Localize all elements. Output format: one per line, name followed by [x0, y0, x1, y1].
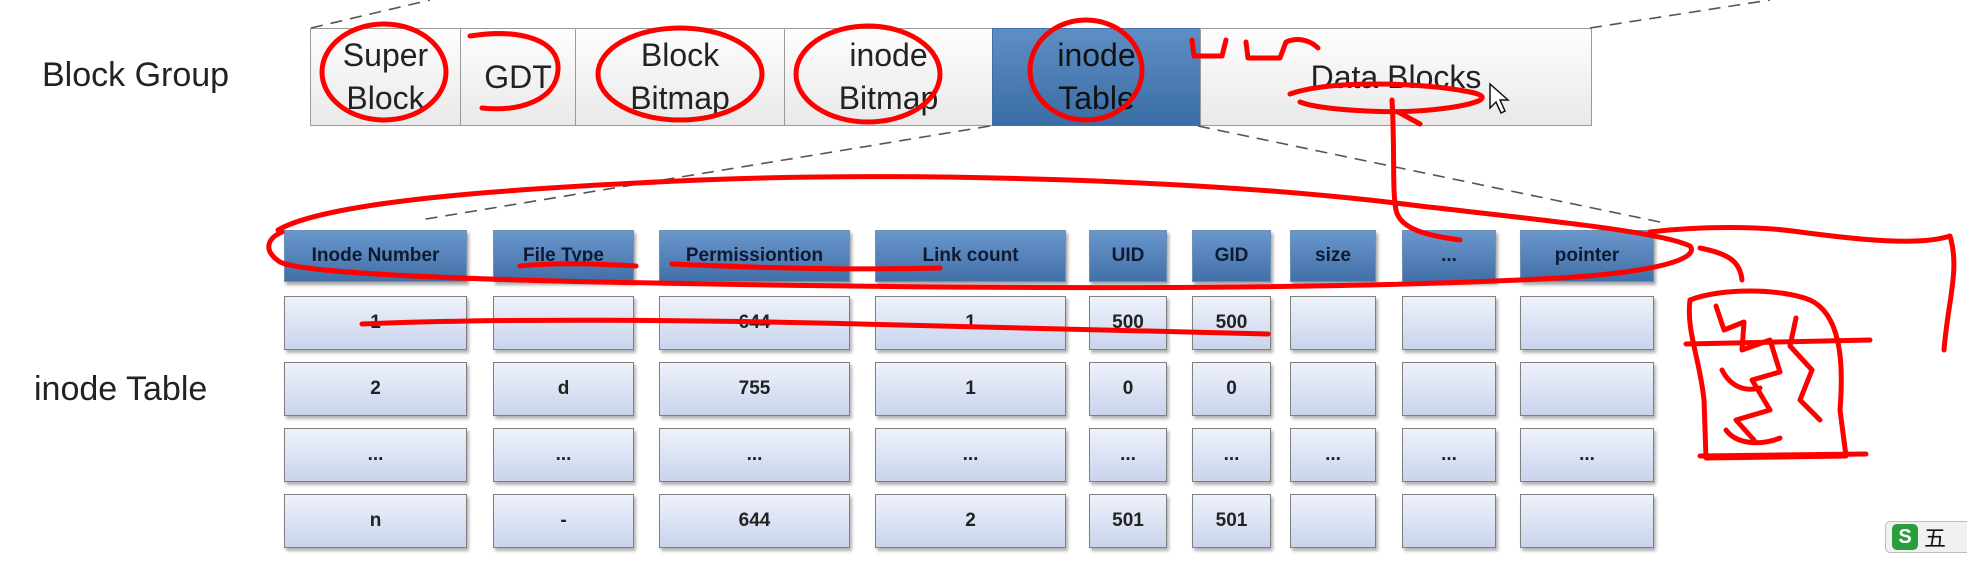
- table-cell: ...: [659, 428, 850, 482]
- table-cell: [1520, 362, 1654, 416]
- block-group-strip: Super Block GDT Block Bitmap inode Bitma…: [309, 28, 1592, 126]
- table-cell: 1: [875, 296, 1066, 350]
- table-cell: 501: [1089, 494, 1167, 548]
- table-cell: ...: [1089, 428, 1167, 482]
- table-cell: 0: [1192, 362, 1271, 416]
- table-cell: 644: [659, 494, 850, 548]
- table-cell: 1: [284, 296, 467, 350]
- table-cell: ...: [1402, 428, 1496, 482]
- table-cell: ...: [1192, 428, 1271, 482]
- table-cell: -: [493, 494, 634, 548]
- table-cell: 2: [284, 362, 467, 416]
- super-block-cell: Super Block: [309, 28, 462, 126]
- header-inode-number: Inode Number: [284, 230, 467, 282]
- table-cell: ...: [284, 428, 467, 482]
- table-cell: ...: [493, 428, 634, 482]
- table-cell: [1520, 494, 1654, 548]
- inode-bitmap-cell: inode Bitmap: [784, 28, 993, 126]
- block-bitmap-cell: Block Bitmap: [574, 28, 786, 126]
- table-cell: [1290, 494, 1376, 548]
- table-cell: [1402, 296, 1496, 350]
- ime-badge[interactable]: S 五: [1885, 521, 1967, 553]
- table-cell: n: [284, 494, 467, 548]
- gdt-cell: GDT: [460, 28, 576, 126]
- table-cell: 2: [875, 494, 1066, 548]
- table-cell: [1290, 296, 1376, 350]
- table-cell: [1520, 296, 1654, 350]
- table-cell: 1: [875, 362, 1066, 416]
- sogou-logo-icon: S: [1892, 524, 1918, 550]
- table-cell: ...: [875, 428, 1066, 482]
- block-group-label: Block Group: [42, 56, 230, 94]
- header-permission: Permissiontion: [659, 230, 850, 282]
- table-cell: [1402, 494, 1496, 548]
- header-gid: GID: [1192, 230, 1271, 282]
- table-cell: 501: [1192, 494, 1271, 548]
- table-cell: [493, 296, 634, 350]
- table-cell: 500: [1089, 296, 1167, 350]
- table-cell: 500: [1192, 296, 1271, 350]
- header-link-count: Link count: [875, 230, 1066, 282]
- header-uid: UID: [1089, 230, 1167, 282]
- ime-badge-text: 五: [1924, 526, 1947, 551]
- header-ellipsis: ...: [1402, 230, 1496, 282]
- header-file-type: File Type: [493, 230, 634, 282]
- table-cell: ...: [1290, 428, 1376, 482]
- table-cell: 755: [659, 362, 850, 416]
- table-cell: [1290, 362, 1376, 416]
- header-pointer: pointer: [1520, 230, 1654, 282]
- header-size: size: [1290, 230, 1376, 282]
- table-cell: 0: [1089, 362, 1167, 416]
- table-cell: d: [493, 362, 634, 416]
- table-cell: [1402, 362, 1496, 416]
- inode-table-cell: inode Table: [991, 28, 1202, 126]
- table-cell: 644: [659, 296, 850, 350]
- inode-table-label: inode Table: [34, 370, 208, 408]
- table-cell: ...: [1520, 428, 1654, 482]
- data-blocks-cell: Data Blocks: [1200, 28, 1592, 126]
